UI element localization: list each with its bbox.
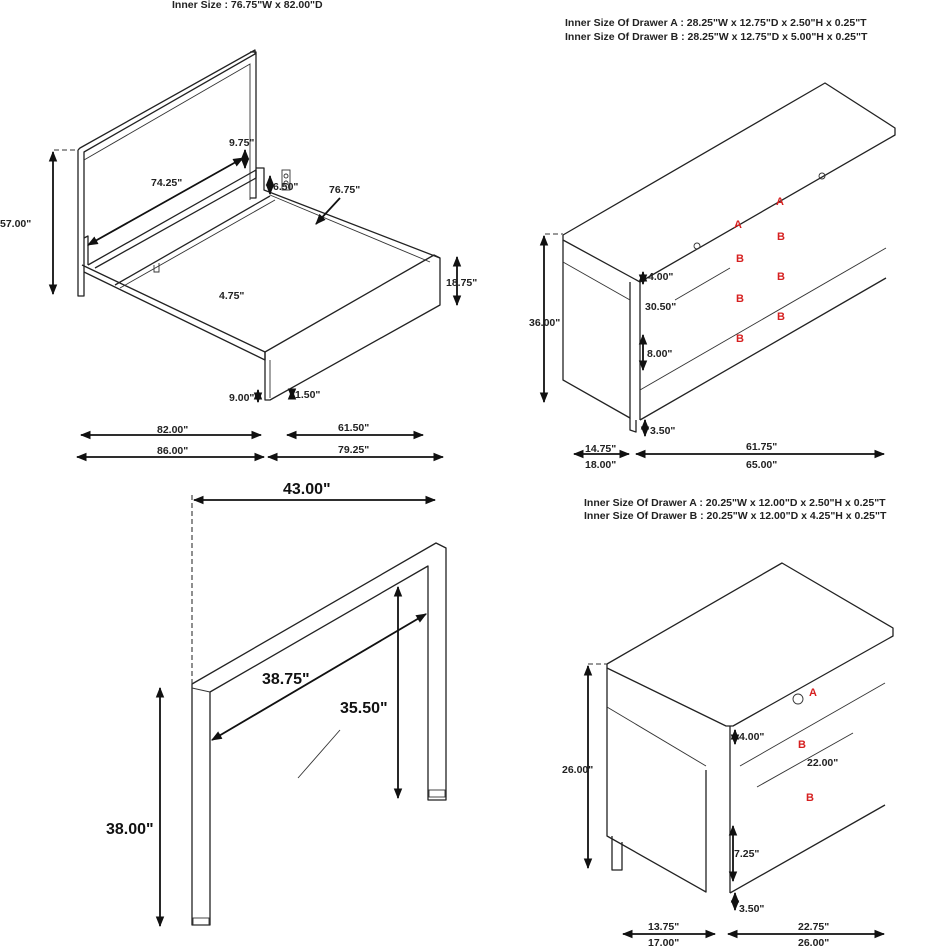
bed-headboard-width-label: 74.25" xyxy=(151,177,182,189)
bed-rail-height-label: 6.50" xyxy=(273,181,298,193)
dresser-drawer-a-size: Inner Size Of Drawer A : 28.25"W x 12.75… xyxy=(565,17,867,29)
dresser-width-label: 65.00" xyxy=(746,459,777,471)
nightstand-drawer-label-b2: B xyxy=(806,792,814,804)
bed-overall-length-label: 86.00" xyxy=(157,445,188,457)
nightstand-depth-label: 17.00" xyxy=(648,937,679,949)
dresser-drawer-label-b5: B xyxy=(736,333,744,345)
nightstand-leg-label: 3.50" xyxy=(739,903,764,915)
mirror-glass-width-label: 38.75" xyxy=(262,671,310,688)
dresser-drawer-label-b2: B xyxy=(777,231,785,243)
nightstand-drawer-height-label: 7.25" xyxy=(734,848,759,860)
dresser-height-label: 36.00" xyxy=(529,317,560,329)
dresser-drawer-width-label: 30.50" xyxy=(645,301,676,313)
bed-slat-leg-label: 4.75" xyxy=(219,290,244,302)
bed-footboard-height-label: 18.75" xyxy=(446,277,477,289)
dresser-top-drawer-label: 4.00" xyxy=(648,271,673,283)
bed-overall-width-label: 79.25" xyxy=(338,444,369,456)
nightstand-drawer-b-size: Inner Size Of Drawer B : 20.25"W x 12.00… xyxy=(584,510,887,522)
nightstand-height-label: 26.00" xyxy=(562,764,593,776)
nightstand-top-drawer-label: 4.00" xyxy=(739,731,764,743)
dresser-leg-label: 3.50" xyxy=(650,425,675,437)
dresser-diagram: Inner Size Of Drawer A : 28.25"W x 12.75… xyxy=(529,17,896,471)
dresser-inner-width-label: 61.75" xyxy=(746,441,777,453)
dresser-drawer-height-label: 8.00" xyxy=(647,348,672,360)
nightstand-drawer-a-size: Inner Size Of Drawer A : 20.25"W x 12.00… xyxy=(584,497,886,509)
bed-diagram: Inner Size : 76.75"W x 82.00"D xyxy=(0,0,477,462)
bed-footboard-clearance-label: 1.50" xyxy=(295,389,320,401)
dresser-drawer-label-a1: A xyxy=(734,219,742,231)
bed-inner-footboard-label: 61.50" xyxy=(338,422,369,434)
dresser-drawer-label-b3: B xyxy=(736,293,744,305)
dresser-inner-depth-label: 14.75" xyxy=(585,443,616,455)
bed-inner-width-label: 76.75" xyxy=(329,184,360,196)
mirror-drawing xyxy=(191,542,447,926)
dresser-depth-label: 18.00" xyxy=(585,459,616,471)
dresser-dimension-lines xyxy=(539,233,886,459)
dresser-drawer-label-b1: B xyxy=(736,253,744,265)
nightstand-inner-depth-label: 13.75" xyxy=(648,921,679,933)
nightstand-drawer-label-a: A xyxy=(809,687,817,699)
bed-rail-clearance-label: 9.00" xyxy=(229,392,254,404)
bed-inner-size: Inner Size : 76.75"W x 82.00"D xyxy=(172,0,323,11)
nightstand-drawer-label-b1: B xyxy=(798,739,806,751)
mirror-dimension-lines xyxy=(155,495,437,928)
mirror-width-label: 43.00" xyxy=(283,481,331,498)
nightstand-diagram: Inner Size Of Drawer A : 20.25"W x 12.00… xyxy=(562,497,894,949)
nightstand-drawer-width-label: 22.00" xyxy=(807,757,838,769)
nightstand-inner-width-label: 22.75" xyxy=(798,921,829,933)
bed-headboard-gap-label: 9.75" xyxy=(229,137,254,149)
mirror-height-label: 38.00" xyxy=(106,821,154,838)
mirror-glass-height-label: 35.50" xyxy=(340,700,388,717)
nightstand-drawing xyxy=(606,562,894,894)
mirror-diagram: 43.00" 38.75" 35.50" 38.00" xyxy=(106,481,447,928)
dresser-drawer-label-b4: B xyxy=(777,271,785,283)
nightstand-width-label: 26.00" xyxy=(798,937,829,949)
dresser-drawing xyxy=(562,82,896,433)
dresser-drawer-label-a2: A xyxy=(776,196,784,208)
nightstand-dimension-lines xyxy=(583,663,886,939)
bed-dimension-lines xyxy=(48,148,462,462)
dresser-drawer-b-size: Inner Size Of Drawer B : 28.25"W x 12.75… xyxy=(565,31,868,43)
bed-inner-length-label: 82.00" xyxy=(157,424,188,436)
dresser-drawer-label-b6: B xyxy=(777,311,785,323)
bed-drawing xyxy=(77,49,441,401)
bed-height-label: 57.00" xyxy=(0,218,31,230)
